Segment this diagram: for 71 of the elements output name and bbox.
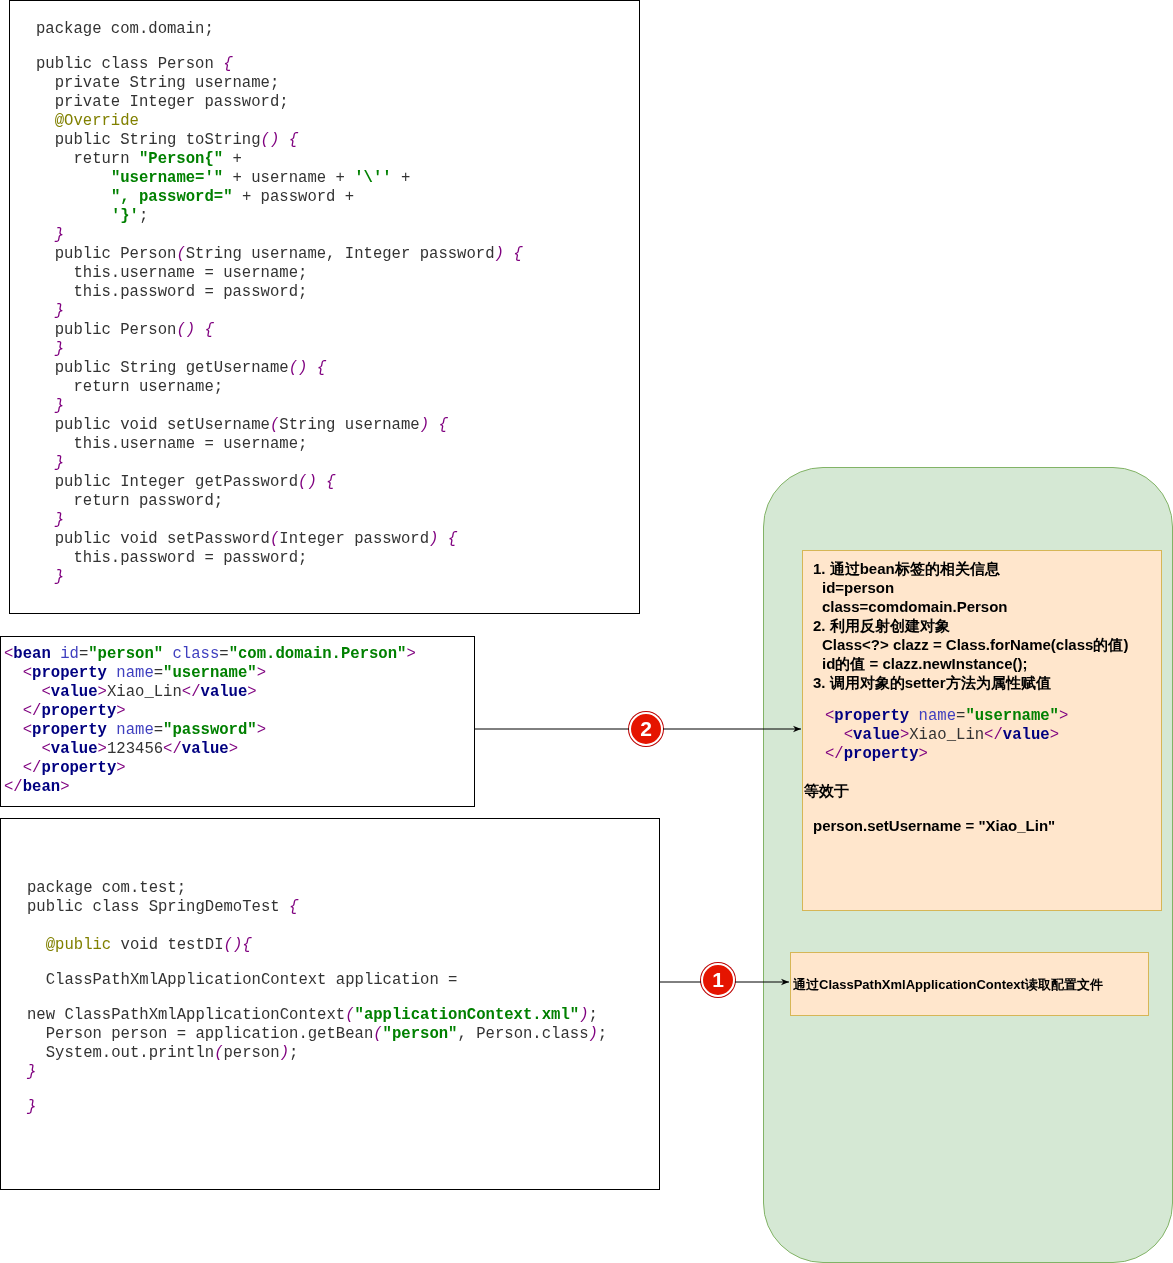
note-box [802,550,1162,911]
code-line: } [53,226,65,245]
note-text: id的值 = clazz.newInstance(); [822,654,1028,673]
code-line: </property> [21,702,126,721]
note-text: person.setUsername = "Xiao_Lin" [813,816,1056,835]
note-text: 2. 利用反射创建对象 [813,616,950,635]
note-text: Class<?> clazz = Class.forName(class的值) [822,635,1129,654]
code-line: private Integer password; [53,93,289,112]
note-text: 等效于 [804,781,849,800]
number-circle: 1 [701,963,735,997]
code-line: <property name="password"> [21,721,267,740]
note-text: 3. 调用对象的setter方法为属性赋值 [813,673,1051,692]
code-line: @public void testDI(){ [44,936,252,955]
code-line: private String username; [53,74,280,93]
code-line: return username; [72,378,224,397]
code-line: } [53,511,65,530]
arrow [662,725,802,733]
code-line: <property name="username"> [825,707,1069,726]
code-line: <value>123456</value> [40,740,238,759]
code-line: } [53,397,65,416]
code-line: this.username = username; [72,435,308,454]
code-line: "username='" + username + '\'' + [109,169,411,188]
code-box [0,636,475,807]
code-line: public Integer getPassword() { [53,473,336,492]
code-line: } [27,1063,37,1082]
code-line: } [53,302,65,321]
code-line: package com.domain; [36,20,214,39]
code-line: return "Person{" + [72,150,242,169]
code-line: @Override [53,112,139,131]
note-text: id=person [822,578,895,597]
code-line: public String toString() { [53,131,299,150]
number-circle: 2 [629,712,663,746]
code-line: } [27,1098,37,1117]
code-box [9,0,640,614]
code-line: ClassPathXmlApplicationContext application = [44,971,458,990]
connector-line [474,728,630,730]
connector-line [659,981,702,983]
code-line: <value>Xiao_Lin</value> [40,683,257,702]
code-line: public class Person { [36,55,233,74]
arrow [734,978,790,986]
code-line: <bean id="person" class="com.domain.Person"> [4,645,416,664]
code-line: } [53,568,65,587]
code-line: } [53,340,65,359]
code-line: </property> [825,745,928,764]
code-line: </property> [21,759,126,778]
code-line: </bean> [4,778,70,797]
code-line: package com.test; [27,879,187,898]
note-text: 1. 通过bean标签的相关信息 [813,559,1000,578]
code-line: ", password=" + password + [109,188,355,207]
note-box [790,952,1149,1016]
code-line: public String getUsername() { [53,359,327,378]
code-box [0,818,660,1190]
code-line: } [53,454,65,473]
code-line: return password; [72,492,224,511]
note-text: class=comdomain.Person [822,597,1008,616]
code-line: '}'; [109,207,149,226]
code-line: public class SpringDemoTest { [27,898,299,917]
container-panel [763,467,1173,1263]
code-line: <property name="username"> [21,664,267,683]
code-line: this.password = password; [72,283,308,302]
code-line: System.out.println(person); [44,1044,299,1063]
code-line: public void setPassword(Integer password) { [53,530,458,549]
code-line: Person person = application.getBean("person", Person.class); [44,1025,608,1044]
code-line: this.username = username; [72,264,308,283]
code-line: new ClassPathXmlApplicationContext("applicationContext.xml"); [27,1006,598,1025]
code-line: public Person(String username, Integer password) { [53,245,523,264]
code-line: public void setUsername(String username) { [53,416,448,435]
note-text: 通过ClassPathXmlApplicationContext读取配置文件 [793,975,1103,994]
code-line: this.password = password; [72,549,308,568]
code-line: <value>Xiao_Lin</value> [842,726,1059,745]
code-line: public Person() { [53,321,214,340]
